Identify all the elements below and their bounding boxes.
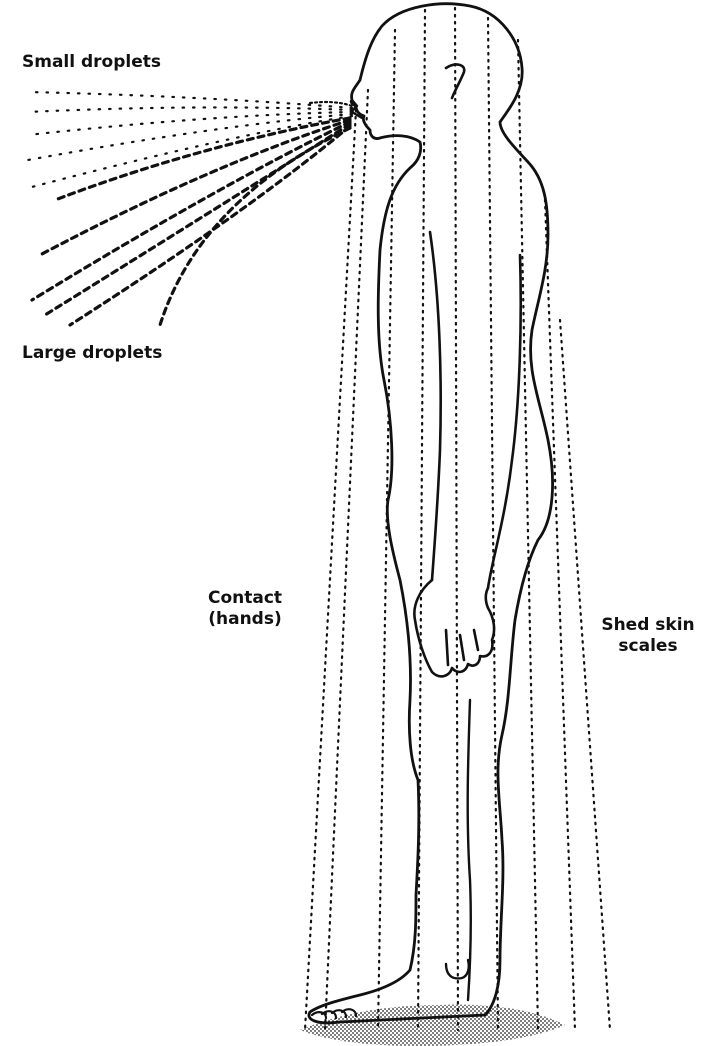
ear-outline (446, 65, 464, 98)
contact-label-line2: (hands) (190, 609, 300, 630)
small-droplets-label: Small droplets (22, 52, 161, 73)
large-droplets-label: Large droplets (22, 343, 162, 364)
shed-label-line2: scales (578, 636, 718, 657)
small-droplets-text: Small droplets (22, 52, 161, 73)
shed-skin-scales-label: Shed skin scales (578, 615, 718, 657)
large-droplet-streams (32, 118, 350, 325)
hand-outline (414, 580, 494, 676)
leg-outline (468, 700, 471, 1000)
contact-label-line1: Contact (190, 588, 300, 609)
contact-hands-label: Contact (hands) (190, 588, 300, 630)
large-droplets-text: Large droplets (22, 343, 162, 364)
small-droplet-streams (28, 92, 352, 188)
shed-skin-scale-lines (305, 8, 610, 1030)
human-body-outline (309, 4, 553, 1023)
shed-label-line1: Shed skin (578, 615, 718, 636)
arm-outline (430, 232, 521, 588)
